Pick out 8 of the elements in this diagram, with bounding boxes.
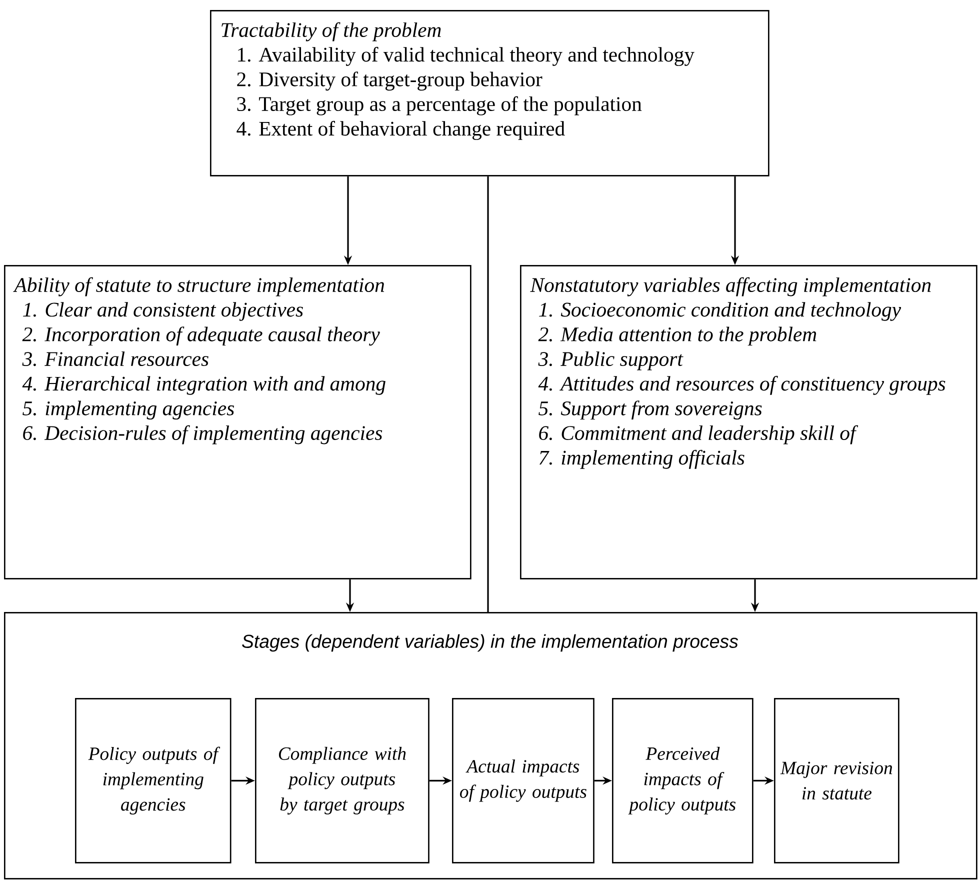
variables-box: Tractability of the problem 1. Availability of valid technical theory and technology 2. Diversity of target-group behavior 3. Target group as a percentage of the population 4. Extent of behavioral change required [210, 10, 770, 176]
stage-box: Perceived impacts of policy outputs [612, 698, 754, 864]
stage-box: Compliance with policy outputs by target groups [255, 698, 430, 864]
stage-box: Policy outputs of implementing agencies [75, 698, 232, 864]
stage-box: Major revision in statute [774, 698, 900, 864]
stage-box: Actual impacts of policy outputs [452, 698, 594, 864]
variables-box: Nonstatutory variables affecting implementation 1. Socioeconomic condition and technology 2. Media attention to the problem 3. Public support 4. Attitudes and resources of constituency groups 5. Support from sovereigns 6. Commitment and leadership skill of 7. implementing officials [520, 265, 978, 580]
variables-box: Ability of statute to structure implementation 1. Clear and consistent objectives 2. Incorporation of adequate causal theory 3. Financial resources 4. Hierarchical integration with and among 5. implementing agencies 6. Decision-rules of implementing agencies [4, 265, 472, 580]
